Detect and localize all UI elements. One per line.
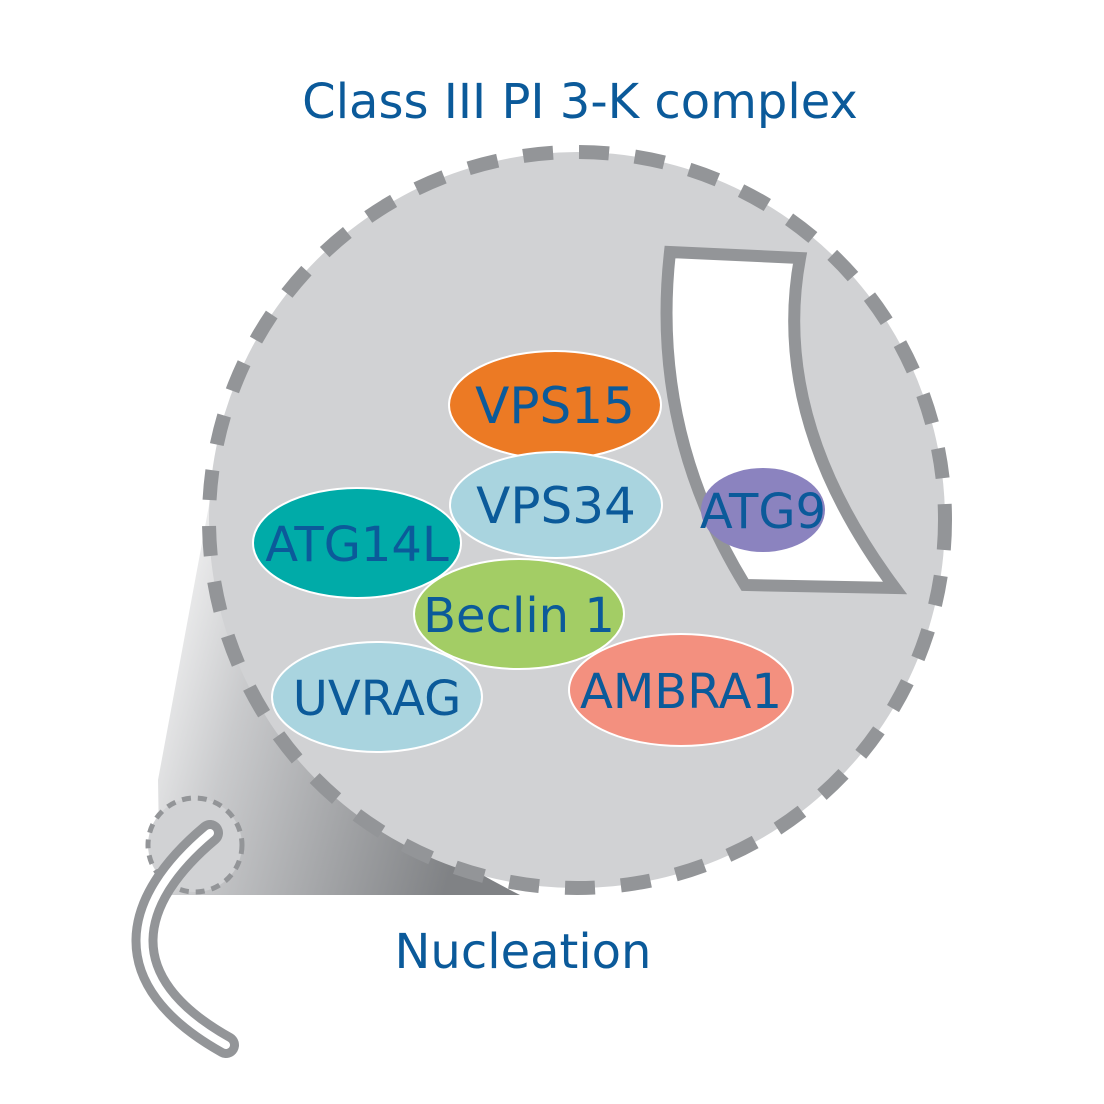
protein-ambra1: AMBRA1	[568, 633, 794, 747]
isolation-membrane-icon	[131, 820, 239, 1058]
protein-uvrag: UVRAG	[271, 641, 483, 753]
protein-beclin1: Beclin 1	[413, 558, 625, 670]
atg14l-label: ATG14L	[265, 517, 449, 573]
uvrag-label: UVRAG	[293, 671, 462, 727]
vps34-label: VPS34	[476, 477, 636, 535]
diagram-title: Class III PI 3-K complex	[302, 74, 858, 130]
ambra1-label: AMBRA1	[580, 664, 782, 720]
nucleation-caption: Nucleation	[395, 924, 652, 980]
protein-atg9: ATG9	[700, 468, 826, 552]
protein-atg14l: ATG14L	[252, 487, 462, 599]
beclin1-label: Beclin 1	[423, 588, 615, 644]
atg9-label: ATG9	[700, 484, 826, 540]
vps15-label: VPS15	[475, 377, 635, 435]
protein-vps34: VPS34	[449, 451, 663, 559]
protein-vps15: VPS15	[448, 350, 662, 460]
zoom-cone	[158, 500, 520, 895]
